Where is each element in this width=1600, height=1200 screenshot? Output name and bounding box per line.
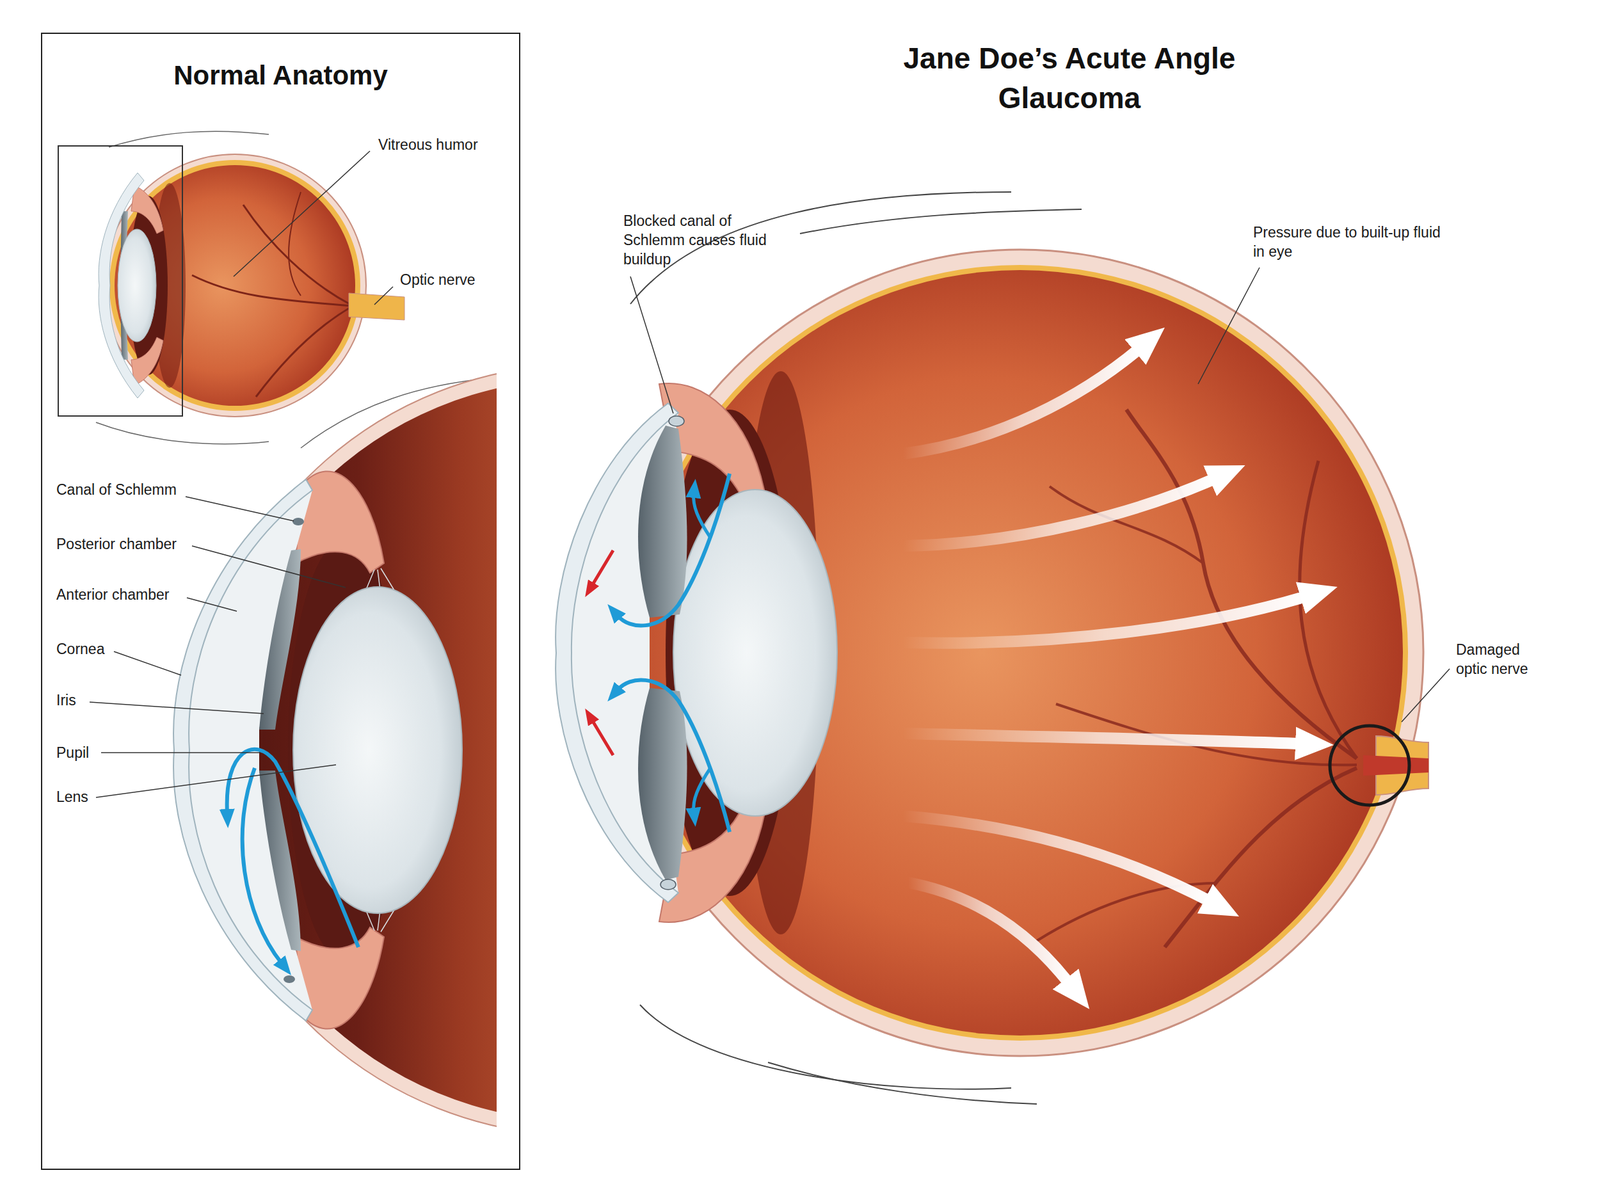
label-box: Optic nerve — [400, 270, 476, 290]
leader-line — [113, 651, 182, 676]
pressure-red-arrow — [592, 550, 614, 586]
iris — [638, 688, 687, 880]
leader-line — [630, 276, 674, 414]
sclera — [194, 372, 497, 1136]
lens — [673, 489, 838, 816]
title-block: Jane Doe’s Acute Angle Glaucoma — [890, 38, 1249, 118]
damaged-nerve-core — [1363, 755, 1429, 776]
choroid — [632, 264, 1408, 1041]
label-box: Canal of Schlemm — [56, 480, 177, 500]
iris — [259, 549, 301, 730]
leader-line — [186, 597, 237, 612]
lens — [117, 229, 157, 342]
blood-vessel — [256, 307, 351, 397]
leader-line — [101, 752, 261, 754]
blood-vessel — [1164, 768, 1357, 948]
aqueous-flow-arrow — [617, 473, 730, 626]
part-label: Optic nerve — [400, 271, 476, 288]
leader-line — [96, 764, 336, 798]
label-box: Cornea — [56, 639, 105, 659]
ciliary-body — [131, 185, 164, 234]
cornea — [173, 479, 313, 1021]
aqueous-flow-arrow — [693, 768, 711, 812]
part-label: Vitreous humor — [378, 136, 479, 153]
panel-heading: Normal Anatomy — [42, 33, 520, 92]
eyelid-line — [108, 131, 269, 148]
part-label: Cornea — [56, 640, 105, 658]
canal-of-schlemm — [660, 879, 676, 890]
leader-line — [1198, 267, 1260, 384]
eyelid-line — [800, 209, 1082, 234]
canal-of-schlemm — [668, 416, 685, 427]
zoomed-eye — [173, 372, 497, 1136]
blood-vessel — [288, 192, 301, 296]
blood-vessel — [1299, 460, 1357, 759]
part-label: Canal of Schlemm — [56, 481, 177, 498]
vitreous — [114, 165, 356, 406]
part-label: Lens — [56, 788, 89, 806]
pressure-arrow — [903, 348, 1140, 454]
ciliary-body — [131, 337, 164, 386]
choroid — [109, 160, 361, 411]
vitreous — [208, 378, 497, 1122]
pressure-arrow — [908, 882, 1069, 984]
highlight-circle — [1329, 725, 1410, 806]
canal-of-schlemm — [292, 517, 304, 526]
pressure-arrows — [903, 348, 1306, 984]
lens — [293, 586, 463, 914]
aqueous-flow-arrow — [693, 494, 711, 538]
part-label: Anterior chamber — [56, 586, 169, 603]
inset-frame — [58, 145, 183, 416]
leader-line — [1401, 668, 1450, 722]
cornea — [555, 403, 679, 903]
blood-vessel — [1126, 409, 1357, 759]
optic-nerve — [348, 293, 405, 320]
eyelid-line — [96, 422, 269, 445]
glaucoma-eye — [555, 192, 1450, 1104]
label-box: Posterior chamber — [56, 534, 177, 554]
pressure-red-arrow — [592, 720, 614, 756]
aqueous-flow-arrow — [242, 768, 282, 964]
diagram-title: Jane Doe’s Acute Angle Glaucoma — [903, 41, 1236, 115]
aqueous-flow-arrow — [227, 749, 359, 948]
label-box: Vitreous humor — [378, 135, 479, 155]
part-label: Pupil — [56, 744, 89, 761]
canal-of-schlemm — [283, 975, 296, 984]
leader-line — [192, 545, 346, 588]
small-eye — [58, 131, 405, 445]
pressure-arrow — [903, 478, 1215, 546]
label-box: Pressure due to built-up fluid in eye — [1253, 222, 1449, 262]
leader-line — [233, 151, 370, 277]
pressure-arrow — [903, 733, 1301, 744]
label-box: Damaged optic nerve — [1456, 640, 1551, 679]
label-box: Iris — [56, 690, 77, 710]
part-label: Posterior chamber — [56, 535, 177, 553]
sclera — [103, 154, 367, 417]
cornea — [98, 172, 144, 399]
label-box: Blocked canal of Schlemm causes fluid bu… — [623, 211, 792, 269]
sclera — [616, 249, 1424, 1056]
part-label: Damaged optic nerve — [1456, 641, 1529, 678]
leader-line — [89, 702, 264, 714]
label-box: Pupil — [56, 743, 89, 763]
vitreous — [637, 270, 1403, 1036]
aqueous-flow-arrow — [617, 679, 730, 832]
blood-vessel — [192, 275, 351, 306]
part-label: Pressure due to built-up fluid in eye — [1253, 224, 1441, 260]
iris — [638, 425, 687, 618]
label-box: Lens — [56, 787, 89, 807]
leader-line — [374, 286, 393, 305]
pressure-arrow — [903, 596, 1306, 644]
leader-line — [185, 496, 294, 521]
label-box: Anterior chamber — [56, 584, 169, 605]
eyelid-line — [768, 1062, 1037, 1104]
part-label: Iris — [56, 691, 77, 709]
part-label: Blocked canal of Schlemm causes fluid bu… — [623, 212, 767, 268]
